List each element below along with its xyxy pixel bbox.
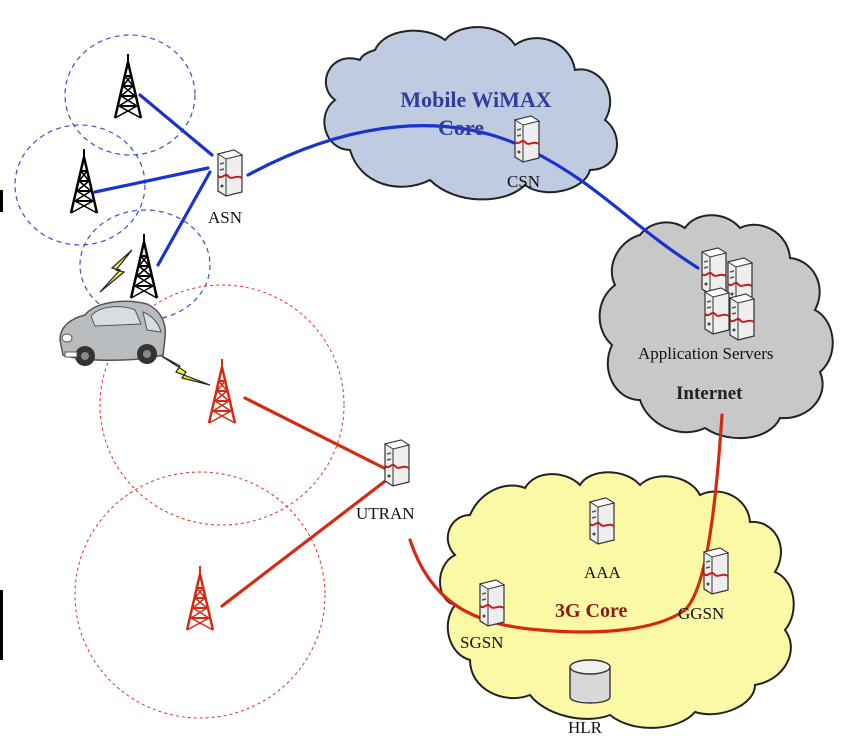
link-tower2-asn bbox=[93, 166, 210, 194]
tower-icon bbox=[185, 564, 215, 632]
sgsn-label: SGSN bbox=[460, 633, 504, 652]
server-icon bbox=[703, 547, 729, 595]
edge-mark bbox=[0, 190, 3, 212]
tower-icon bbox=[129, 232, 159, 300]
server-icon bbox=[701, 247, 727, 295]
link-tower1-asn bbox=[138, 93, 214, 157]
wimax-core-title-line1: Mobile WiMAX bbox=[400, 87, 552, 112]
umts-cell-1 bbox=[99, 284, 345, 526]
umts-links bbox=[220, 396, 724, 634]
wimax-cell-1 bbox=[64, 34, 196, 156]
asn-label: ASN bbox=[208, 208, 243, 227]
ggsn-label: GGSN bbox=[678, 604, 725, 623]
tower-icon bbox=[113, 52, 143, 120]
core-3g-title: 3G Core bbox=[555, 600, 628, 622]
database-icon bbox=[569, 659, 611, 704]
wimax-coverage-areas bbox=[14, 34, 211, 321]
server-icon bbox=[217, 149, 243, 197]
utran-label: UTRAN bbox=[356, 504, 415, 523]
link-tower4-utran bbox=[243, 396, 386, 470]
csn-label: CSN bbox=[507, 172, 541, 191]
server-icon bbox=[589, 497, 615, 545]
link-tower5-utran bbox=[220, 480, 386, 608]
server-icon bbox=[704, 287, 730, 335]
app-servers-label: Application Servers bbox=[638, 344, 774, 363]
hlr-label: HLR bbox=[568, 718, 602, 737]
wimax-core-title-line2: Core bbox=[437, 115, 485, 140]
wimax-core-title: Mobile WiMAX Core bbox=[386, 86, 566, 142]
link-utran-sgsn-ggsn-apps bbox=[408, 413, 724, 634]
wimax-cell-2 bbox=[14, 124, 146, 246]
lightning-icon bbox=[159, 354, 211, 386]
umts-coverage-areas bbox=[74, 284, 345, 719]
server-icon bbox=[479, 579, 505, 627]
tower-icon bbox=[207, 357, 237, 425]
lightning-icon bbox=[99, 249, 133, 293]
server-icon bbox=[729, 293, 755, 341]
edge-mark bbox=[0, 590, 3, 660]
internet-label: Internet bbox=[676, 383, 743, 404]
car-icon bbox=[59, 300, 167, 366]
umts-cell-2 bbox=[74, 471, 326, 719]
tower-icon bbox=[69, 147, 99, 215]
aaa-label: AAA bbox=[584, 563, 621, 582]
core-3g-cloud bbox=[439, 471, 795, 729]
link-tower3-asn bbox=[156, 170, 212, 267]
server-icon bbox=[384, 439, 410, 487]
